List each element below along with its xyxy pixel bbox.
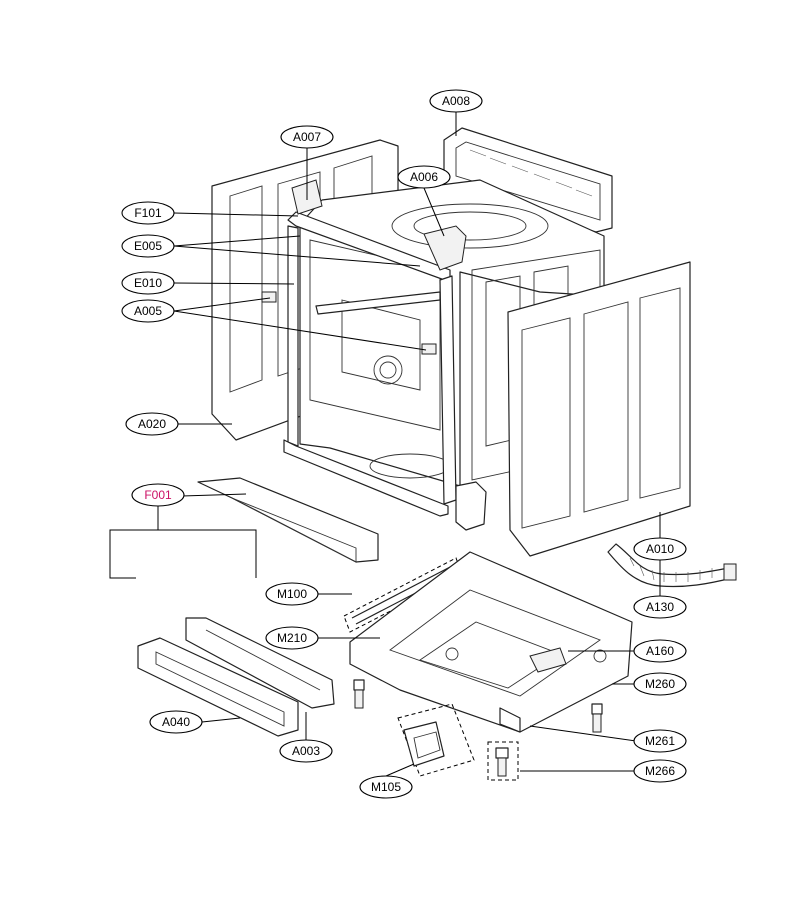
callout-e005-text: E005 <box>134 239 162 253</box>
callout-a007: A007 <box>280 125 334 149</box>
leader-lines <box>109 112 661 777</box>
part-m266-foot-assembly <box>487 741 519 781</box>
callout-a160: A160 <box>633 639 687 663</box>
callout-a003: A003 <box>279 739 333 763</box>
callout-a040-text: A040 <box>162 715 190 729</box>
callout-a003-text: A003 <box>292 744 320 758</box>
part-a010-right-side-panel <box>507 261 691 557</box>
callout-m261-text: M261 <box>645 734 675 748</box>
callout-e005: E005 <box>121 234 175 258</box>
callout-a006: A006 <box>397 165 451 189</box>
callout-f101: F101 <box>121 201 175 225</box>
part-door-frame <box>261 179 487 531</box>
callout-m260-text: M260 <box>645 677 675 691</box>
callout-m260: M260 <box>633 672 687 696</box>
part-a003-kick-bracket <box>185 617 335 709</box>
callout-a130: A130 <box>633 595 687 619</box>
callout-e010-text: E010 <box>134 276 162 290</box>
callout-a130-text: A130 <box>646 600 674 614</box>
callout-a008-text: A008 <box>442 94 470 108</box>
callout-a020: A020 <box>125 412 179 436</box>
part-f001-front-strip <box>197 477 379 563</box>
callout-f001-text: F001 <box>144 488 172 502</box>
callout-m266-text: M266 <box>645 764 675 778</box>
callout-m261: M261 <box>633 729 687 753</box>
callout-a007-text: A007 <box>293 130 321 144</box>
callout-m100-text: M100 <box>277 587 307 601</box>
part-a040-toe-kick <box>137 637 299 737</box>
callout-m210-text: M210 <box>277 631 307 645</box>
callout-m210: M210 <box>265 626 319 650</box>
part-leveling-feet <box>353 679 603 733</box>
callout-a010: A010 <box>633 537 687 561</box>
callout-e010: E010 <box>121 271 175 295</box>
callout-a160-text: A160 <box>646 644 674 658</box>
callout-a006-text: A006 <box>410 170 438 184</box>
callout-f001: F001 <box>131 483 185 507</box>
callout-m100: M100 <box>265 582 319 606</box>
part-m105-pump-module <box>397 703 475 777</box>
callout-a005: A005 <box>121 299 175 323</box>
part-a130-drain-hose <box>607 543 737 588</box>
callout-a010-text: A010 <box>646 542 674 556</box>
part-base-tray <box>349 551 633 733</box>
callout-a005-text: A005 <box>134 304 162 318</box>
callout-m105: M105 <box>359 775 413 799</box>
callout-a020-text: A020 <box>138 417 166 431</box>
callout-f101-text: F101 <box>134 206 162 220</box>
callout-m105-text: M105 <box>371 780 401 794</box>
callout-a008: A008 <box>429 89 483 113</box>
callout-a040: A040 <box>149 710 203 734</box>
callout-m266: M266 <box>633 759 687 783</box>
